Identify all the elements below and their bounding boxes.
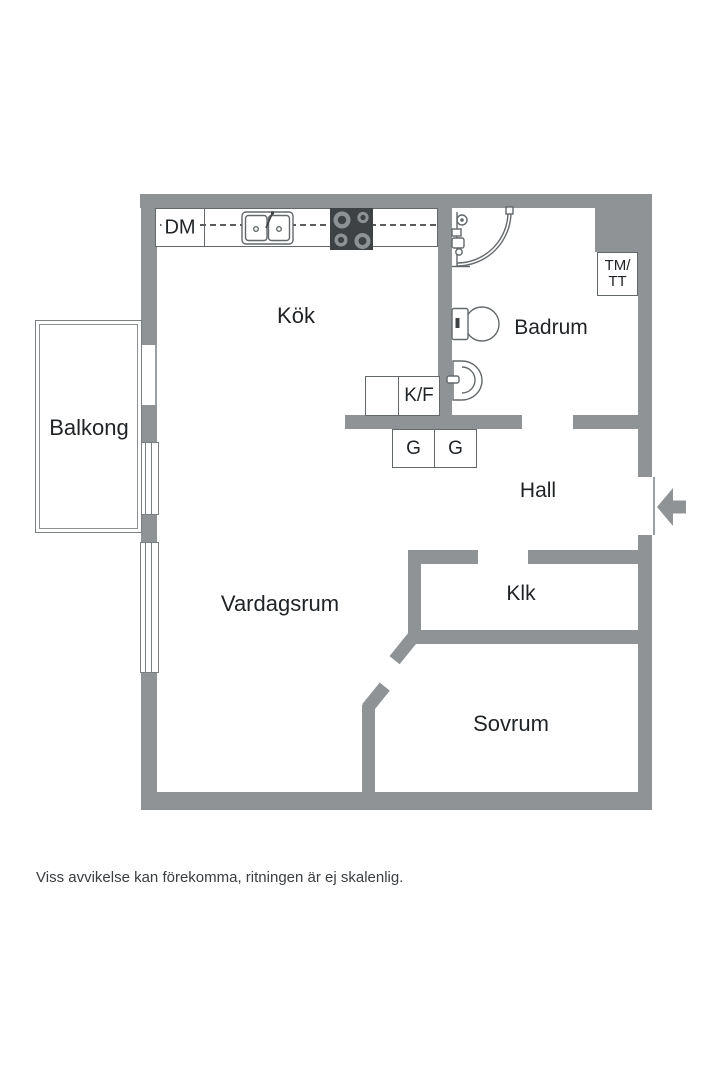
wall-closet-top-right bbox=[528, 550, 638, 564]
washer-dryer-label-line2: TT bbox=[608, 273, 627, 290]
wall-left-mid2 bbox=[141, 515, 157, 542]
fridge-freezer-label: K/F bbox=[404, 385, 434, 406]
room-label-closet: Klk bbox=[506, 582, 536, 605]
wall-left-upper bbox=[141, 194, 157, 345]
room-label-living-room: Vardagsrum bbox=[220, 591, 340, 616]
wardrobe-left-label: G bbox=[406, 437, 421, 459]
wardrobe-box-right: G bbox=[434, 429, 477, 468]
fridge-freezer-box: K/F bbox=[398, 376, 440, 416]
shower-symbol bbox=[451, 206, 514, 268]
wall-kitchen-bathroom bbox=[438, 194, 452, 429]
wall-right-lower bbox=[638, 535, 652, 792]
window-upper bbox=[140, 442, 159, 515]
balcony-door-threshold bbox=[155, 345, 157, 405]
room-label-bathroom: Badrum bbox=[514, 316, 588, 339]
kitchen-sink-symbol bbox=[241, 211, 294, 245]
wall-south-bathroom bbox=[573, 415, 638, 429]
wardrobe-right-label: G bbox=[448, 437, 463, 459]
wall-bottom bbox=[141, 792, 652, 810]
wall-right-upper bbox=[638, 194, 652, 477]
window-lower bbox=[140, 542, 159, 673]
wall-south-kitchen bbox=[345, 415, 522, 429]
dishwasher-divider bbox=[204, 209, 206, 246]
kitchen-counter bbox=[155, 208, 438, 247]
balcony-outline bbox=[35, 320, 142, 533]
wall-bedroom-divider bbox=[362, 705, 375, 792]
wall-shaft-top-right bbox=[595, 194, 652, 252]
washbasin-symbol bbox=[446, 360, 483, 401]
room-label-bedroom: Sovrum bbox=[473, 711, 549, 736]
balcony-inner-line bbox=[39, 324, 138, 529]
wall-left-lower bbox=[141, 673, 157, 810]
toilet-symbol bbox=[451, 306, 500, 342]
counter-dashed-line bbox=[160, 224, 436, 226]
entry-arrow-icon bbox=[657, 488, 686, 526]
disclaimer-text: Viss avvikelse kan förekomma, ritningen … bbox=[36, 869, 404, 886]
room-label-balcony: Balkong bbox=[49, 415, 129, 440]
washer-dryer-box: TM/ TT bbox=[597, 252, 638, 296]
room-label-hall: Hall bbox=[519, 479, 557, 502]
stove-symbol bbox=[330, 208, 373, 250]
entry-door-threshold bbox=[653, 477, 655, 535]
room-label-kitchen: Kök bbox=[277, 303, 315, 328]
washer-dryer-label-line1: TM/ bbox=[604, 256, 631, 274]
wall-closet-top-left bbox=[408, 550, 478, 564]
dishwasher-label: DM bbox=[161, 216, 199, 240]
wall-closet-left bbox=[408, 550, 421, 638]
wall-closet-bottom bbox=[408, 630, 652, 644]
wall-top bbox=[140, 194, 652, 208]
wall-left-mid1 bbox=[141, 405, 157, 442]
